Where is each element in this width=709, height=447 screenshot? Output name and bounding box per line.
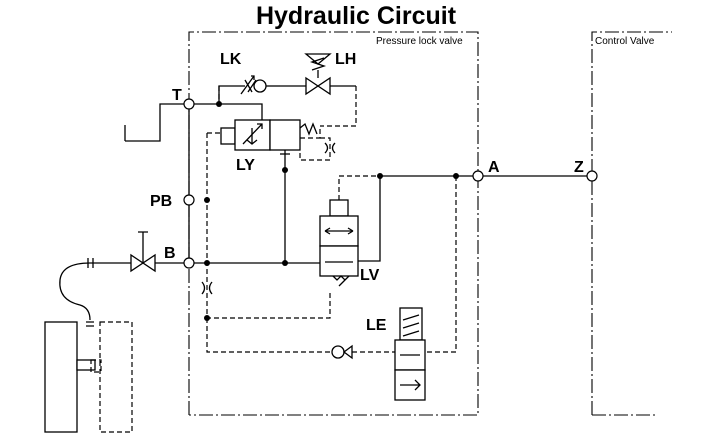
cylinder-solid [44, 321, 96, 433]
t-to-ly-line [219, 103, 263, 120]
lv-pilot-top [338, 175, 380, 200]
hose-line [59, 258, 94, 327]
a-to-le-pilot [425, 176, 457, 353]
port-pb-label: PB [150, 193, 172, 210]
lv-label: LV [360, 267, 380, 284]
manual-valve [90, 231, 189, 273]
port-z: Z [574, 159, 598, 182]
cylinder-dashed [90, 321, 133, 433]
port-a: A [472, 159, 500, 182]
ly-component: LY [220, 119, 318, 263]
tank-symbol [124, 103, 189, 142]
diagram-title: Hydraulic Circuit [256, 2, 457, 30]
lk-label: LK [220, 51, 242, 68]
pb-pilot-line [206, 133, 331, 319]
control-valve-enclosure: Control Valve [591, 31, 672, 416]
lh-label: LH [335, 51, 356, 68]
le-label: LE [366, 317, 387, 334]
ly-restrictor [324, 142, 336, 154]
port-b-label: B [164, 245, 176, 262]
port-t: T [172, 87, 195, 110]
pb-to-le-line [206, 318, 330, 353]
pressure-lock-valve-label: Pressure lock valve [376, 36, 463, 47]
port-z-label: Z [574, 159, 584, 176]
port-t-label: T [172, 87, 182, 104]
lv-to-a-line [358, 175, 478, 262]
ly-label: LY [236, 157, 255, 174]
control-valve-label: Control Valve [595, 36, 655, 47]
t-to-lk-line [189, 85, 245, 105]
le-check-valve [331, 344, 395, 360]
le-component: LE [366, 307, 426, 401]
b-restrictor [201, 281, 213, 295]
lv-component: LV [319, 199, 380, 287]
port-pb: PB [150, 193, 195, 210]
ly-pilot-restrictor-line [299, 137, 331, 161]
lh-pilot-line [320, 86, 357, 127]
lk-component: LK [220, 51, 280, 95]
port-b: B [164, 245, 195, 269]
port-a-label: A [488, 159, 500, 176]
lh-component: LH [280, 51, 356, 96]
junction-dots [204, 101, 459, 321]
